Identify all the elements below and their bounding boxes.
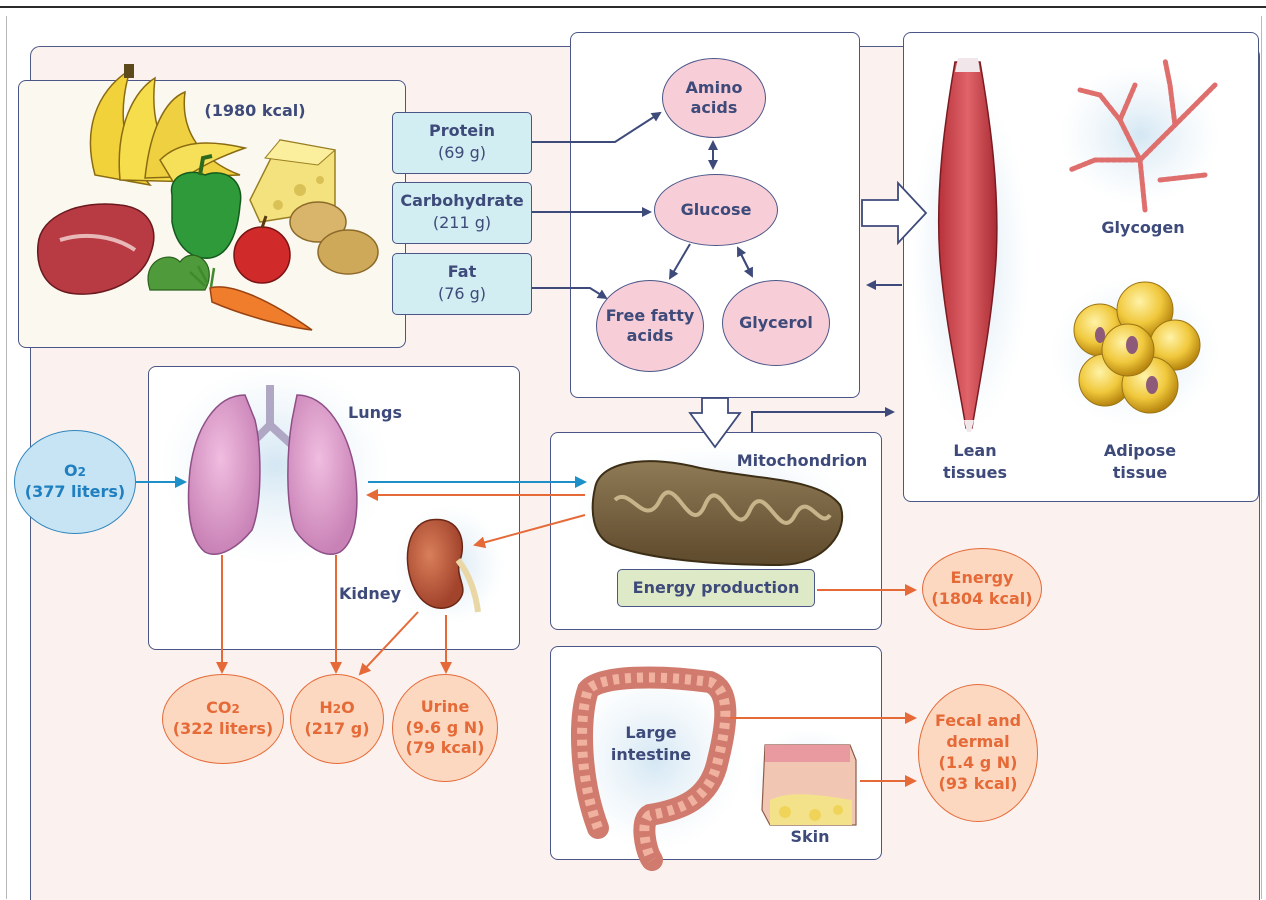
fecal-dermal-output-node: Fecal and dermal (1.4 g N) (93 kcal) [918, 684, 1038, 822]
food-energy-label: (1980 kcal) [185, 100, 325, 122]
carbohydrate-box: Carbohydrate (211 g) [392, 182, 532, 244]
intestine-line2: intestine [611, 745, 691, 764]
nutrient-amount: (211 g) [393, 213, 531, 232]
h2o-subscript: 2 [333, 702, 341, 716]
energy-production-box: Energy production [617, 569, 815, 607]
energy-line2: (1804 kcal) [931, 589, 1032, 608]
lean-line2: tissues [943, 463, 1007, 482]
o2-input-node: O2 (377 liters) [14, 430, 136, 534]
co2-subscript: 2 [231, 702, 239, 716]
fecal-line4: (93 kcal) [939, 774, 1018, 793]
intestine-line1: Large [625, 723, 676, 742]
glycerol-node: Glycerol [722, 280, 830, 366]
mitochondrion-label: Mitochondrion [732, 450, 872, 472]
lean-line1: Lean [953, 441, 996, 460]
nutrient-amount: (76 g) [393, 284, 531, 303]
h2o-amount: (217 g) [304, 719, 369, 738]
nutrient-name: Protein [393, 121, 531, 140]
fecal-line2: dermal [946, 732, 1009, 751]
fecal-line1: Fecal and [935, 711, 1021, 730]
kidney-label: Kidney [330, 583, 410, 605]
to-mito-big-arrow [690, 398, 740, 447]
ffa-line1: Free fatty [606, 306, 695, 325]
lungs-label: Lungs [340, 402, 410, 424]
co2-amount: (322 liters) [173, 719, 273, 738]
energy-output-node: Energy (1804 kcal) [922, 548, 1042, 630]
co2-symbol: CO [206, 698, 231, 717]
o2-amount: (377 liters) [25, 482, 125, 501]
to-tissue-big-arrow [862, 183, 926, 243]
o2-symbol: O [64, 461, 78, 480]
fat-box: Fat (76 g) [392, 253, 532, 315]
urine-line1: Urine [421, 697, 470, 716]
large-intestine-label: Large intestine [605, 722, 697, 765]
protein-box: Protein (69 g) [392, 112, 532, 174]
o2-subscript: 2 [78, 465, 86, 479]
glycogen-label: Glycogen [1088, 217, 1198, 239]
mito-to-kidney-arrow [475, 515, 585, 545]
lean-tissues-label: Lean tissues [925, 440, 1025, 483]
nutrient-name: Fat [393, 262, 531, 281]
urine-line3: (79 kcal) [406, 738, 485, 757]
protein-arrow [532, 113, 660, 142]
h2o-output-node: H2O (217 g) [290, 674, 384, 764]
urine-output-node: Urine (9.6 g N)(79 kcal) [392, 674, 498, 782]
kidney-h2o-arrow [360, 612, 418, 674]
co2-output-node: CO2 (322 liters) [162, 674, 284, 764]
fat-arrow [532, 288, 606, 298]
mito-to-tissue-arrow [752, 412, 893, 432]
nutrient-name: Carbohydrate [393, 191, 531, 210]
adipose-line1: Adipose [1104, 441, 1176, 460]
h2o-h: H [319, 698, 332, 717]
energy-line1: Energy [951, 568, 1014, 587]
adipose-line2: tissue [1113, 463, 1167, 482]
amino-line2: acids [691, 98, 738, 117]
skin-label: Skin [785, 826, 835, 848]
amino-line1: Amino [686, 78, 743, 97]
h2o-o: O [341, 698, 355, 717]
fecal-line3: (1.4 g N) [939, 753, 1018, 772]
adipose-tissue-label: Adipose tissue [1085, 440, 1195, 483]
urine-line2: (9.6 g N) [406, 718, 485, 737]
glucose-to-ffa-arrow [670, 244, 690, 278]
ffa-line2: acids [627, 326, 674, 345]
nutrient-amount: (69 g) [393, 143, 531, 162]
glucose-node: Glucose [654, 174, 778, 246]
